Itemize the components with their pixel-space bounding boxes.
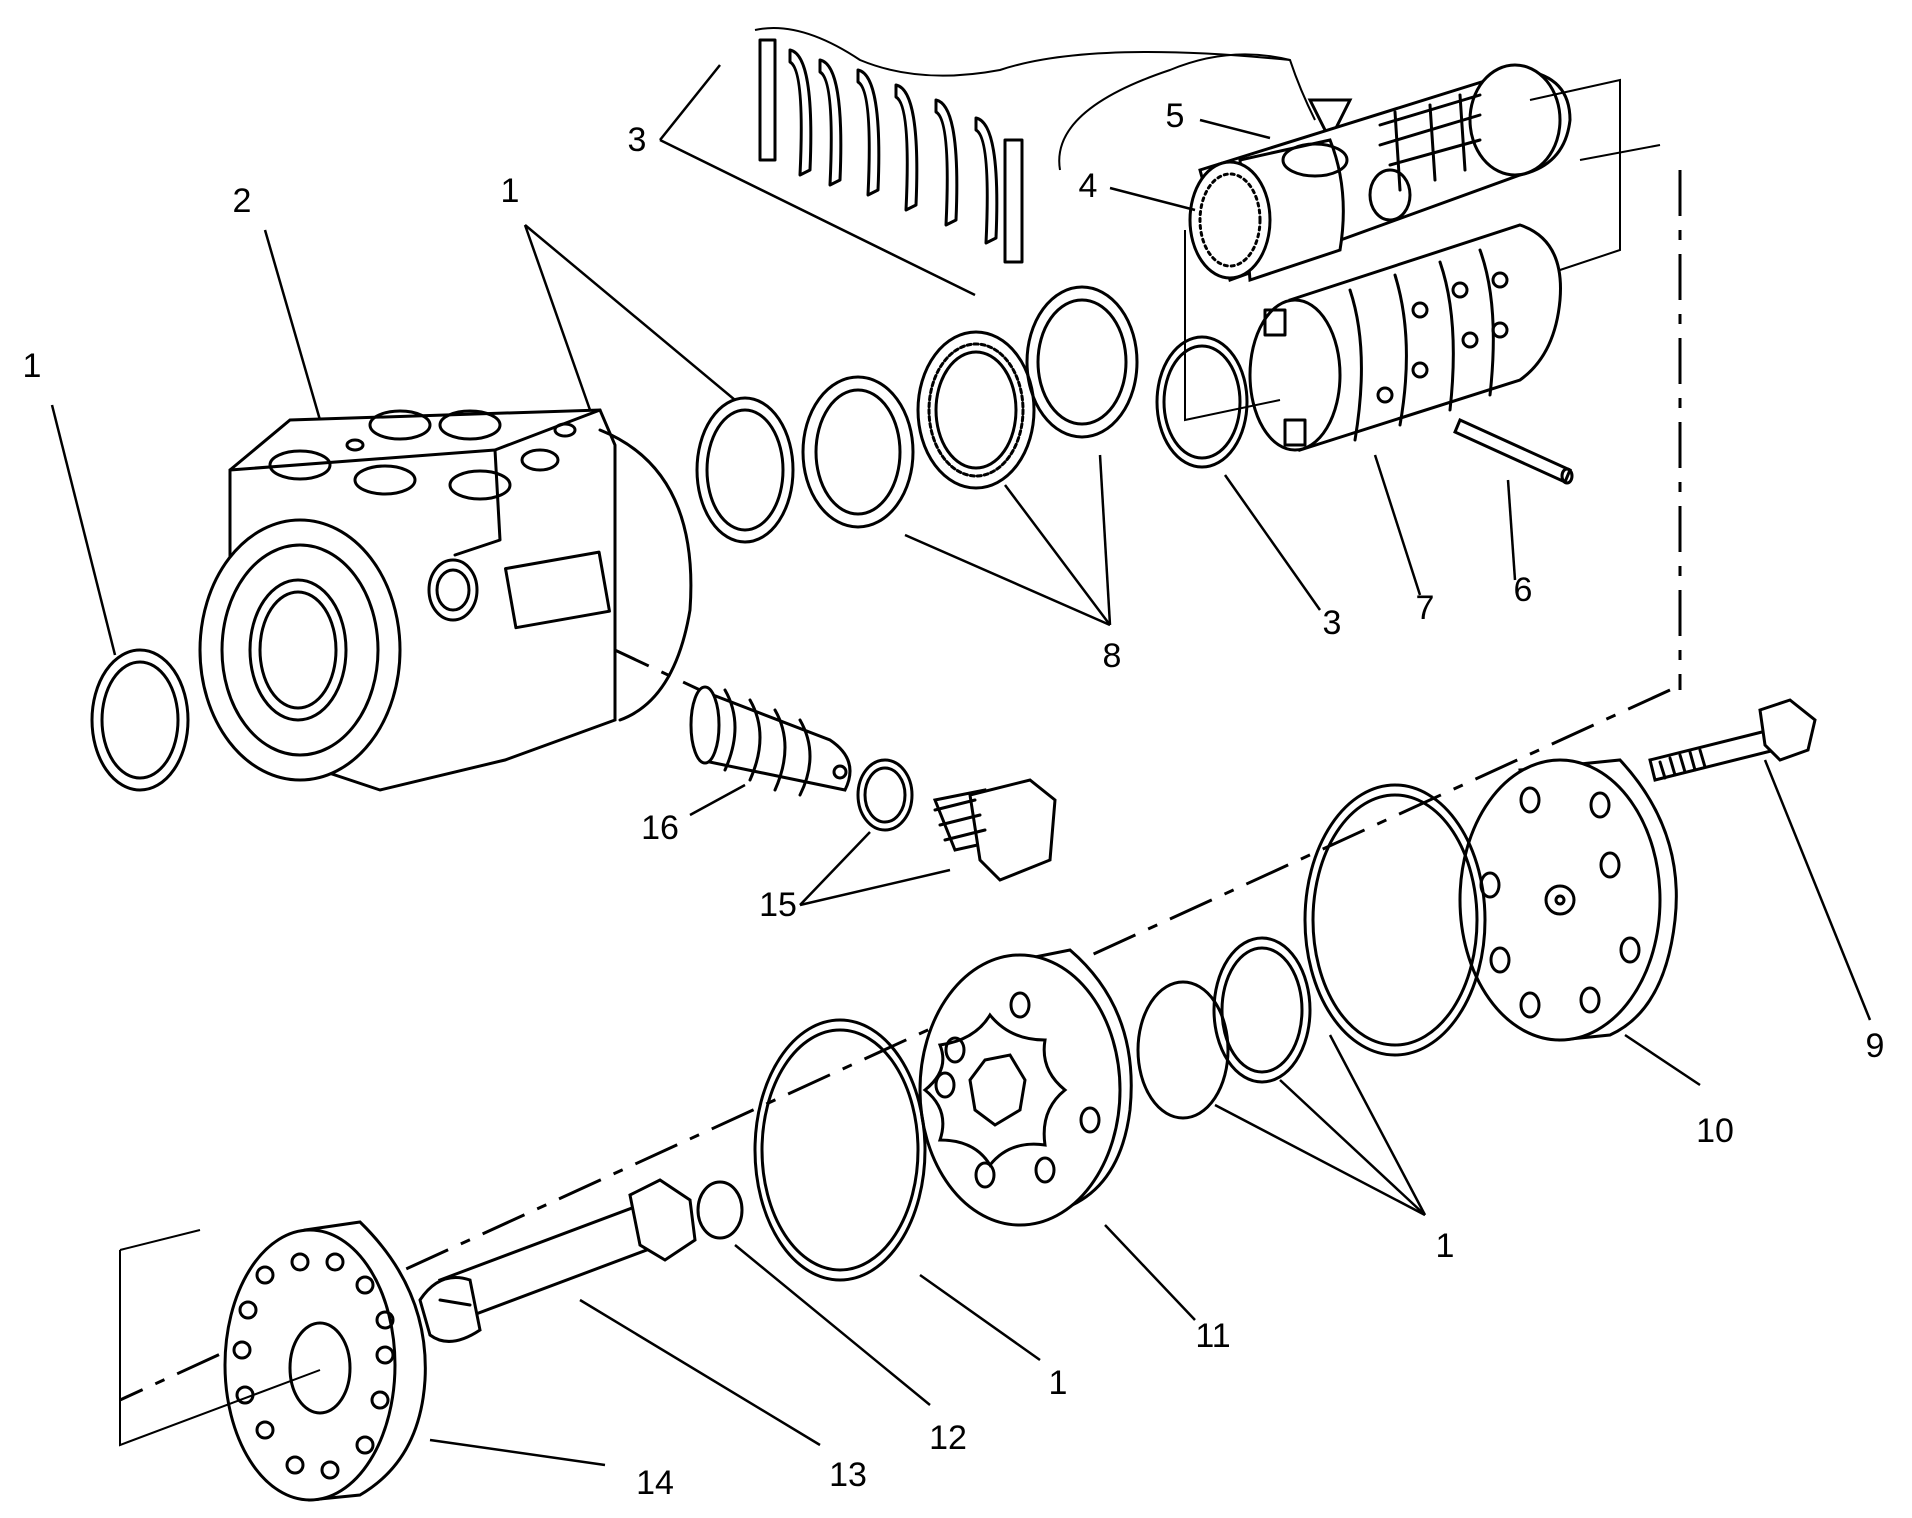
gear-seal-ring bbox=[753, 1018, 927, 1282]
seal-ring-upper-1 bbox=[695, 396, 795, 544]
callout-10: 10 bbox=[1696, 1112, 1734, 1150]
callout-8: 8 bbox=[1103, 637, 1122, 675]
callout-15: 15 bbox=[759, 886, 797, 924]
callout-14: 14 bbox=[636, 1464, 674, 1502]
large-seal-ring bbox=[1303, 783, 1487, 1057]
callout-16: 16 bbox=[641, 809, 679, 847]
callout-3-top: 3 bbox=[628, 121, 647, 159]
callout-1-lower: 1 bbox=[1049, 1364, 1068, 1402]
spool-part-4 bbox=[1188, 63, 1572, 283]
drive-shaft-part-13 bbox=[418, 1178, 697, 1343]
end-cover-part-10 bbox=[1458, 758, 1678, 1042]
callout-labels: 1 2 1 3 5 4 8 3 7 6 16 15 9 10 1 11 1 12… bbox=[23, 97, 1885, 1502]
callout-5: 5 bbox=[1166, 97, 1185, 135]
centering-ring-3 bbox=[1155, 335, 1249, 469]
bearing-race-ring bbox=[801, 375, 915, 529]
centering-springs bbox=[754, 27, 1353, 264]
valve-housing-part-2 bbox=[198, 408, 693, 792]
bolt-part-9 bbox=[1648, 698, 1817, 782]
relief-spring-part-16 bbox=[689, 685, 852, 797]
small-seal-ring-b bbox=[1136, 980, 1230, 1120]
seal-ring-left bbox=[90, 648, 190, 792]
bearing-washer bbox=[1025, 285, 1139, 439]
wear-plate-part-14 bbox=[119, 1220, 427, 1502]
sleeve-part-7 bbox=[1248, 223, 1562, 453]
needle-bearing bbox=[916, 330, 1036, 490]
plug-part-15 bbox=[932, 778, 1057, 882]
leader-lines bbox=[50, 64, 1872, 1467]
gear-set-part-11 bbox=[918, 948, 1133, 1227]
callout-6: 6 bbox=[1514, 571, 1533, 609]
callout-4: 4 bbox=[1079, 167, 1098, 205]
small-seal-ring-a bbox=[1212, 936, 1312, 1084]
callout-11: 11 bbox=[1195, 1317, 1230, 1355]
callout-12: 12 bbox=[929, 1419, 967, 1457]
o-ring-part-15 bbox=[856, 758, 914, 832]
callout-1-lower-right: 1 bbox=[1436, 1227, 1455, 1265]
pin-part-6 bbox=[1453, 417, 1574, 485]
spacer-part-12 bbox=[696, 1180, 744, 1240]
callout-7: 7 bbox=[1416, 589, 1435, 627]
callout-13: 13 bbox=[829, 1456, 867, 1494]
callout-9: 9 bbox=[1866, 1027, 1885, 1065]
callout-2: 2 bbox=[233, 182, 252, 220]
callout-1-left: 1 bbox=[23, 347, 42, 385]
spool-group-bracket bbox=[1184, 78, 1661, 422]
callout-3-right: 3 bbox=[1323, 604, 1342, 642]
callout-1-top: 1 bbox=[501, 172, 520, 210]
